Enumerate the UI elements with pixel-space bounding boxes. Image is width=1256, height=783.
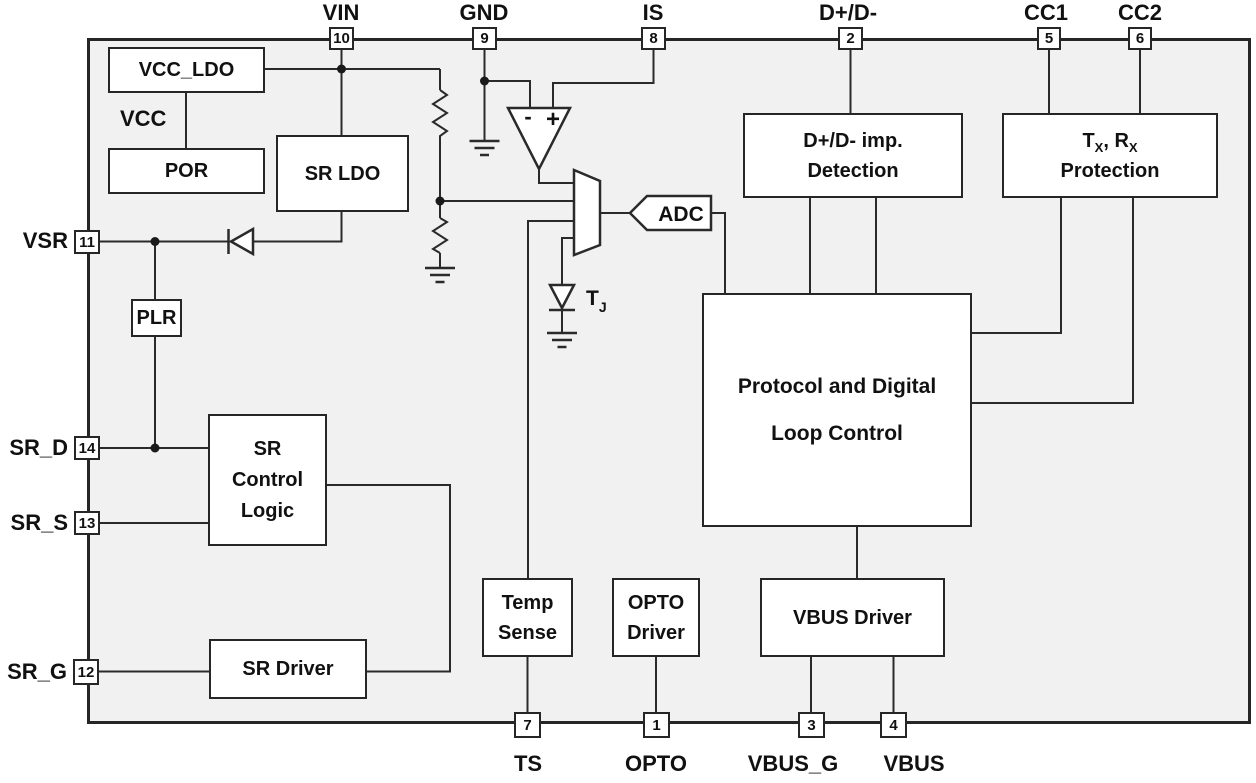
block-label-line: OPTO [627,591,685,614]
block-label-line: Loop Control [771,422,903,445]
pin-label-vbus: VBUS [883,751,945,776]
block-label-line: TX, RX [1082,129,1138,155]
block-opto-driver: OPTO Driver [612,578,700,657]
pin-box-sr-g: 12 [73,659,99,685]
block-temp-sense: Temp Sense [482,578,573,657]
pin-box-opto: 1 [643,712,670,738]
pin-label-cc2: CC2 [1117,0,1163,25]
pin-label-vin: VIN [322,0,360,25]
vcc-net-label: VCC [120,106,167,131]
block-txrx-protection: TX, RX Protection [1002,113,1218,198]
block-label: SR LDO [304,162,381,185]
pin-box-gnd: 9 [472,27,497,50]
block-label: VCC_LDO [138,59,235,81]
block-sr-control-logic: SR Control Logic [208,414,327,546]
pin-box-sr-d: 14 [74,436,100,460]
pin-box-cc1: 5 [1037,27,1061,50]
block-label: SR Driver [242,658,334,680]
block-label-line: Detection [807,159,899,182]
pin-label-sr-g: SR_G [7,659,67,684]
pin-box-vsr: 11 [74,230,100,254]
pin-box-vin: 10 [329,27,354,50]
pin-label-vsr: VSR [22,228,68,253]
pin-label-is: IS [642,0,664,25]
pin-box-is: 8 [641,27,666,50]
pin-box-sr-s: 13 [74,511,100,535]
block-label-line: Temp [501,591,554,614]
pin-label-gnd: GND [459,0,509,25]
pin-box-dpdm: 2 [838,27,863,50]
block-label-line: Control [231,468,304,491]
block-sr-driver: SR Driver [209,639,367,699]
pin-label-cc1: CC1 [1023,0,1069,25]
block-label: PLR [136,307,177,329]
block-vcc-ldo: VCC_LDO [108,47,265,93]
block-label-line: D+/D- imp. [803,129,903,152]
block-label-line: Sense [498,621,557,644]
pin-label-dpdm: D+/D- [818,0,878,25]
block-label: VBUS Driver [793,606,912,629]
pin-box-ts: 7 [514,712,541,738]
pin-box-vbus: 4 [880,712,907,738]
block-label-line: Driver [627,621,685,644]
pin-label-opto: OPTO [625,751,687,776]
pin-label-sr-d: SR_D [9,435,68,460]
pin-label-sr-s: SR_S [10,510,68,535]
block-label-line: Protection [1060,159,1160,182]
block-por: POR [108,148,265,194]
block-plr: PLR [131,299,182,337]
block-label-line: SR [253,437,282,460]
block-vbus-driver: VBUS Driver [760,578,945,657]
block-label-line: Logic [240,499,295,522]
block-label: POR [164,160,209,182]
pin-label-ts: TS [513,751,543,776]
block-sr-ldo: SR LDO [276,135,409,212]
pin-box-vbus-g: 3 [798,712,825,738]
pin-label-vbus-g: VBUS_G [747,751,839,776]
pin-box-cc2: 6 [1128,27,1152,50]
block-dpdm-imp-detection: D+/D- imp. Detection [743,113,963,198]
block-label-line: Protocol and Digital [737,374,937,398]
block-protocol-digital-loop-control: Protocol and Digital Loop Control [702,293,972,527]
